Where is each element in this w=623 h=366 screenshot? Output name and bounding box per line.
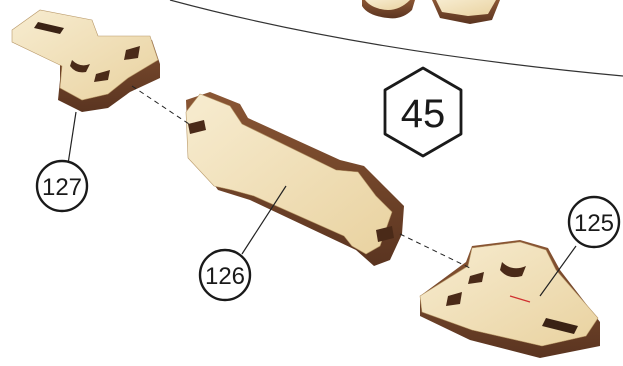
alignment-line-126-125 bbox=[400, 234, 470, 268]
step-number-badge: 45 bbox=[385, 68, 461, 156]
callout-label-126: 126 bbox=[205, 263, 245, 290]
callout-label-125: 125 bbox=[574, 210, 614, 237]
part-126 bbox=[186, 92, 404, 266]
step-number: 45 bbox=[401, 92, 446, 136]
callout-label-127: 127 bbox=[42, 174, 82, 201]
callout-126: 126 bbox=[200, 250, 250, 300]
part-127 bbox=[12, 10, 160, 112]
part-125 bbox=[420, 240, 600, 358]
alignment-line-127-126 bbox=[132, 86, 192, 126]
partial-part-top bbox=[362, 0, 500, 24]
callout-127: 127 bbox=[37, 161, 87, 211]
callout-125: 125 bbox=[569, 197, 619, 247]
leader-line-127 bbox=[68, 112, 76, 164]
